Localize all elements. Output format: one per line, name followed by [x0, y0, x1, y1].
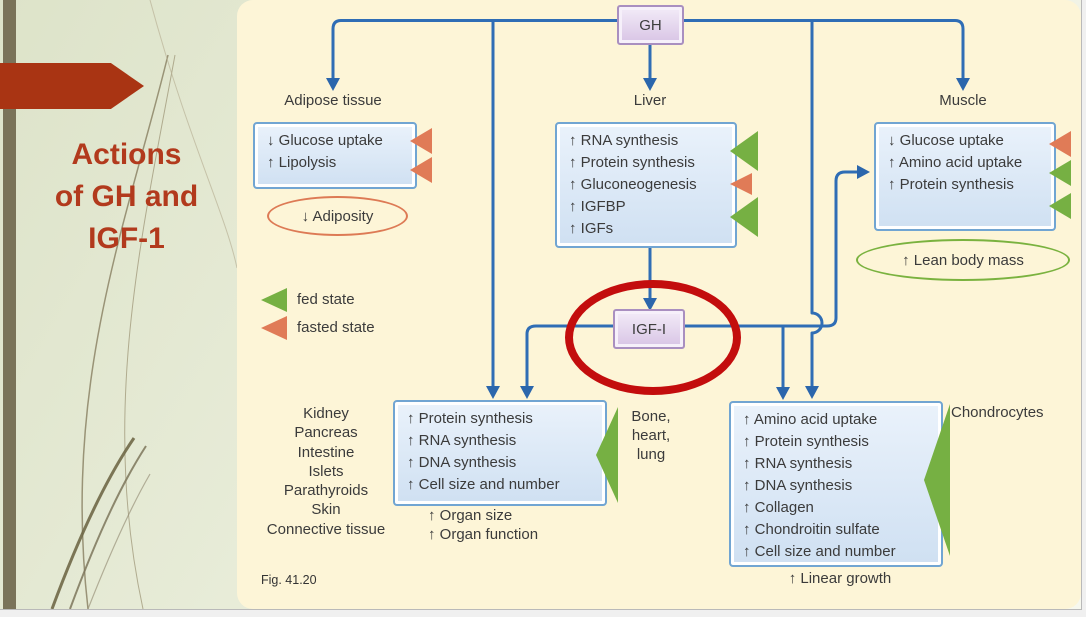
adipose-tissue-label: Adipose tissue: [284, 92, 382, 109]
liver-effects-list: ↑ RNA synthesis ↑ Protein synthesis ↑ Gluc…: [557, 124, 735, 244]
legend-fasted-triangle: [261, 316, 287, 340]
chondrocyte-effect-item: ↑ Cell size and number: [743, 543, 896, 560]
arrowhead-into-muscle: [857, 165, 870, 179]
muscle-effects-box: ↓ Glucose uptake ↑ Amino acid uptake ↑ Pro…: [874, 122, 1056, 231]
fasted-state-triangle: [1049, 131, 1071, 157]
organ-list-item: Islets: [308, 462, 344, 480]
slide-title-line-1: Actions: [71, 138, 182, 171]
organ-effects-label: ↑ Organ size ↑ Organ function: [428, 506, 538, 544]
slide-title-line-2: of GH and: [54, 180, 199, 213]
arrowhead-growth-right: [520, 386, 534, 399]
chondrocytes-label: Chondrocytes: [951, 404, 1044, 421]
chondrocyte-effect-item: ↑ DNA synthesis: [743, 477, 853, 494]
legend-fed-label: fed state: [297, 291, 355, 308]
legend-fed-triangle: [261, 288, 287, 312]
growth-effect-item: ↑ RNA synthesis: [407, 432, 517, 449]
fasted-state-triangle: [410, 128, 432, 154]
liver-effect-item: ↑ IGFs: [569, 220, 614, 237]
muscle-label: Muscle: [939, 92, 987, 109]
growth-effect-item: ↑ Protein synthesis: [407, 410, 533, 427]
chondrocyte-effect-item: ↑ Protein synthesis: [743, 433, 869, 450]
fed-state-triangle: [1049, 193, 1071, 219]
slide-title-line-3: IGF-1: [88, 222, 165, 255]
fed-state-triangle: [730, 131, 758, 171]
arrowhead-adipose: [326, 78, 340, 91]
growth-effect-item: ↑ Cell size and number: [407, 476, 560, 493]
line-igf-to-muscle: [680, 170, 858, 328]
muscle-effect-item: ↑ Protein synthesis: [888, 176, 1014, 193]
organ-list-item: Intestine: [297, 443, 355, 461]
fed-state-triangle: [1049, 160, 1071, 186]
organ-list-item: Connective tissue: [266, 520, 386, 538]
gh-node-label: GH: [639, 16, 662, 34]
muscle-effect-item: ↓ Glucose uptake: [888, 132, 1004, 149]
bone-heart-lung-label: Bone, heart, lung: [618, 407, 684, 464]
arrowhead-chondro-right: [805, 386, 819, 399]
chondrocyte-effects-list: ↑ Amino acid uptake ↑ Protein synthesis ↑ …: [731, 403, 941, 567]
red-arrow-shape: [0, 63, 144, 109]
growth-effect-item: ↑ DNA synthesis: [407, 454, 517, 471]
fed-state-triangle: [730, 197, 758, 237]
growth-effects-box: ↑ Protein synthesis ↑ RNA synthesis ↑ DNA …: [393, 400, 607, 506]
organ-effect-line: ↑ Organ size: [428, 507, 513, 524]
adipose-effect-item: ↓ Glucose uptake: [267, 132, 383, 149]
target-tissue-line: Bone,: [631, 408, 671, 425]
muscle-effect-item: ↑ Amino acid uptake: [888, 154, 1023, 171]
liver-effect-item: ↑ RNA synthesis: [569, 132, 679, 149]
muscle-effects-list: ↓ Glucose uptake ↑ Amino acid uptake ↑ Pro…: [876, 124, 1054, 200]
adipose-effects-list: ↓ Glucose uptake ↑ Lipolysis: [255, 124, 415, 178]
chondrocyte-effect-item: ↑ Collagen: [743, 499, 814, 516]
liver-effect-item: ↑ Protein synthesis: [569, 154, 695, 171]
fed-state-triangle-large: [596, 407, 618, 503]
igf-highlight-circle: [565, 280, 741, 395]
organ-effect-line: ↑ Organ function: [428, 526, 539, 543]
line-igf-to-growth-box: [525, 324, 613, 388]
adipose-effects-box: ↓ Glucose uptake ↑ Lipolysis: [253, 122, 417, 189]
fed-state-triangle-large: [924, 404, 950, 556]
growth-effects-list: ↑ Protein synthesis ↑ RNA synthesis ↑ DNA …: [395, 402, 605, 500]
slide-sidebar: Actions of GH and IGF-1: [0, 0, 237, 609]
sidebar-decorative-curves: [50, 0, 237, 609]
target-tissue-line: heart,: [631, 427, 671, 444]
linear-growth-label: ↑ Linear growth: [788, 570, 892, 587]
gh-node: GH: [617, 5, 684, 45]
arrowhead-muscle: [956, 78, 970, 91]
organ-list-item: Skin: [311, 501, 341, 519]
sidebar-accent-bar: [3, 0, 16, 609]
liver-effect-item: ↑ Gluconeogenesis: [569, 176, 697, 193]
arrowhead-growth-left: [486, 386, 500, 399]
target-tissue-line: lung: [636, 446, 666, 463]
chondrocyte-effects-box: ↑ Amino acid uptake ↑ Protein synthesis ↑ …: [729, 401, 943, 567]
legend-fasted-label: fasted state: [297, 319, 375, 336]
organ-list-item: Pancreas: [294, 424, 358, 442]
adiposity-oval: ↓ Adiposity: [267, 196, 408, 236]
liver-label: Liver: [633, 92, 667, 109]
line-gh-to-chondro-box-with-hop: [810, 22, 824, 388]
fasted-state-triangle: [730, 173, 752, 195]
lean-body-mass-oval: ↑ Lean body mass: [856, 239, 1070, 281]
figure-caption: Fig. 41.20: [261, 573, 317, 587]
organ-list-item: Parathyroids: [283, 482, 369, 500]
liver-effects-box: ↑ RNA synthesis ↑ Protein synthesis ↑ Gluc…: [555, 122, 737, 248]
liver-effect-item: ↑ IGFBP: [569, 198, 626, 215]
adipose-effect-item: ↑ Lipolysis: [267, 154, 337, 171]
arrowhead-chondro-left: [776, 387, 790, 400]
arrowhead-liver: [643, 78, 657, 91]
chondrocyte-effect-item: ↑ Amino acid uptake: [743, 411, 878, 428]
chondrocyte-effect-item: ↑ Chondroitin sulfate: [743, 521, 880, 538]
fasted-state-triangle: [410, 157, 432, 183]
slide-title: Actions of GH and IGF-1: [16, 134, 237, 260]
chondrocyte-effect-item: ↑ RNA synthesis: [743, 455, 853, 472]
organ-list-item: Kidney: [303, 405, 349, 422]
lean-body-mass-label: ↑ Lean body mass: [902, 251, 1024, 269]
adiposity-oval-label: ↓ Adiposity: [301, 207, 374, 225]
